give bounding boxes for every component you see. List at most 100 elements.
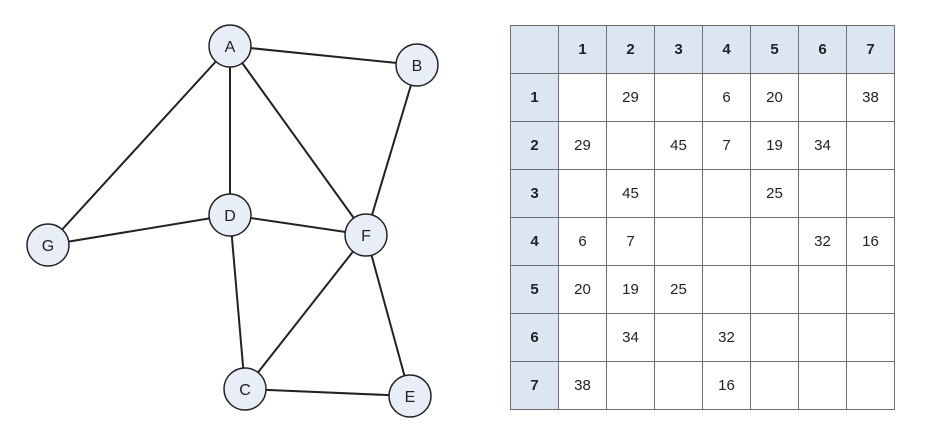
matrix-cell: 34 — [606, 313, 655, 362]
node-circle — [223, 367, 267, 411]
matrix-cell — [750, 361, 799, 410]
node-label: D — [224, 208, 236, 225]
edge-g-d — [47, 214, 231, 246]
matrix-cell — [798, 361, 847, 410]
matrix-cell — [798, 169, 847, 218]
matrix-cell — [846, 313, 895, 362]
matrix-cell — [750, 313, 799, 362]
matrix-cell: 32 — [702, 313, 751, 362]
matrix-row: 6 34 32 — [510, 313, 895, 362]
matrix-cell — [558, 73, 607, 122]
node-b: B — [395, 43, 439, 87]
node-circle — [344, 213, 388, 257]
matrix-cell — [846, 121, 895, 170]
matrix-cell: 45 — [654, 121, 703, 170]
matrix-cell: 6 — [558, 217, 607, 266]
matrix-cell: 16 — [702, 361, 751, 410]
column-header: 3 — [654, 25, 703, 74]
matrix-cell — [798, 313, 847, 362]
matrix-cell: 16 — [846, 217, 895, 266]
row-header: 7 — [510, 361, 559, 410]
node-g: G — [26, 223, 70, 267]
node-circle — [208, 24, 252, 68]
matrix-cell: 38 — [558, 361, 607, 410]
matrix-cell — [606, 121, 655, 170]
matrix-cell — [750, 217, 799, 266]
matrix-cell — [798, 73, 847, 122]
node-circle — [395, 43, 439, 87]
node-label: E — [405, 389, 416, 406]
graph-nodes: A B D F G C E — [26, 24, 439, 418]
edge-f-c — [244, 234, 367, 390]
matrix-cell — [654, 217, 703, 266]
node-label: G — [42, 238, 54, 255]
matrix-row: 3 45 25 — [510, 169, 895, 218]
matrix-cell — [702, 217, 751, 266]
node-circle — [388, 374, 432, 418]
column-header: 5 — [750, 25, 799, 74]
node-label: C — [239, 382, 251, 399]
matrix-cell: 25 — [750, 169, 799, 218]
row-header: 6 — [510, 313, 559, 362]
graph-diagram: A B D F G C E — [26, 24, 439, 418]
matrix-cell: 38 — [846, 73, 895, 122]
node-label: B — [412, 58, 423, 75]
row-header: 3 — [510, 169, 559, 218]
matrix-cell — [558, 313, 607, 362]
matrix-cell: 19 — [606, 265, 655, 314]
column-header: 6 — [798, 25, 847, 74]
edge-f-e — [365, 234, 411, 397]
matrix-cell: 20 — [558, 265, 607, 314]
node-label: F — [361, 228, 371, 245]
matrix-cell: 32 — [798, 217, 847, 266]
matrix-cell: 25 — [654, 265, 703, 314]
matrix-cell — [846, 265, 895, 314]
node-f: F — [344, 213, 388, 257]
matrix-cell: 20 — [750, 73, 799, 122]
node-circle — [26, 223, 70, 267]
column-header: 1 — [558, 25, 607, 74]
node-d: D — [208, 193, 252, 237]
matrix-cell — [702, 169, 751, 218]
node-circle — [208, 193, 252, 237]
matrix-cell: 6 — [702, 73, 751, 122]
matrix-cell: 29 — [606, 73, 655, 122]
matrix-cell — [558, 169, 607, 218]
edge-c-e — [244, 388, 411, 397]
edge-b-f — [365, 64, 418, 236]
node-label: A — [225, 39, 236, 56]
row-header: 4 — [510, 217, 559, 266]
matrix-cell — [846, 361, 895, 410]
matrix-cell: 29 — [558, 121, 607, 170]
matrix-cell: 45 — [606, 169, 655, 218]
node-e: E — [388, 374, 432, 418]
node-a: A — [208, 24, 252, 68]
column-header: 7 — [846, 25, 895, 74]
matrix-cell: 19 — [750, 121, 799, 170]
node-c: C — [223, 367, 267, 411]
column-header: 4 — [702, 25, 751, 74]
matrix-cell — [702, 265, 751, 314]
edge-a-b — [229, 45, 418, 66]
edge-a-f — [229, 45, 367, 236]
matrix-cell — [654, 73, 703, 122]
graph-edges — [47, 45, 418, 397]
matrix-cell — [654, 313, 703, 362]
matrix-cell: 7 — [702, 121, 751, 170]
row-header: 2 — [510, 121, 559, 170]
matrix-cell — [846, 169, 895, 218]
matrix-cell: 34 — [798, 121, 847, 170]
row-header: 5 — [510, 265, 559, 314]
edge-d-f — [229, 214, 367, 236]
row-header: 1 — [510, 73, 559, 122]
matrix-cell — [606, 361, 655, 410]
matrix-cell — [750, 265, 799, 314]
column-header: 2 — [606, 25, 655, 74]
matrix-cell — [654, 361, 703, 410]
